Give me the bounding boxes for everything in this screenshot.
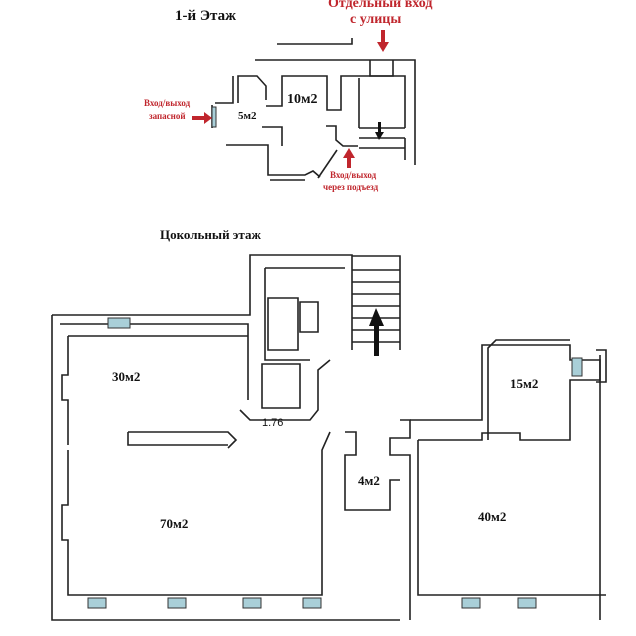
room-area-label: 4м2 bbox=[358, 473, 380, 488]
street-entrance-label-2: с улицы bbox=[350, 12, 402, 27]
basement-walls bbox=[51, 254, 607, 621]
street-entrance-label: Отдельный вход bbox=[328, 0, 433, 11]
room-area-label: 5м2 bbox=[238, 110, 257, 122]
porch-exit-label: Вход/выход bbox=[330, 170, 377, 180]
dimension-label: 1.76 bbox=[262, 417, 284, 429]
room-area-label: 30м2 bbox=[112, 369, 141, 384]
spare-exit-label-2: запасной bbox=[149, 111, 186, 121]
room-area-label: 15м2 bbox=[510, 376, 539, 391]
up-arrow-icon bbox=[369, 308, 384, 356]
room-area-label: 70м2 bbox=[160, 516, 189, 531]
spare-exit-door bbox=[211, 106, 217, 128]
arrow-icon bbox=[192, 30, 389, 168]
first-floor-title: 1-й Этаж bbox=[175, 8, 236, 24]
down-arrow-icon bbox=[375, 122, 384, 140]
first-floor-walls bbox=[211, 38, 416, 181]
room-area-label: 40м2 bbox=[478, 509, 507, 524]
room-area-label: 10м2 bbox=[287, 92, 318, 107]
basement-title: Цокольный этаж bbox=[160, 227, 261, 242]
windows bbox=[87, 317, 583, 609]
porch-exit-label-2: через подъезд bbox=[323, 182, 379, 192]
spare-exit-label: Вход/выход bbox=[144, 98, 191, 108]
